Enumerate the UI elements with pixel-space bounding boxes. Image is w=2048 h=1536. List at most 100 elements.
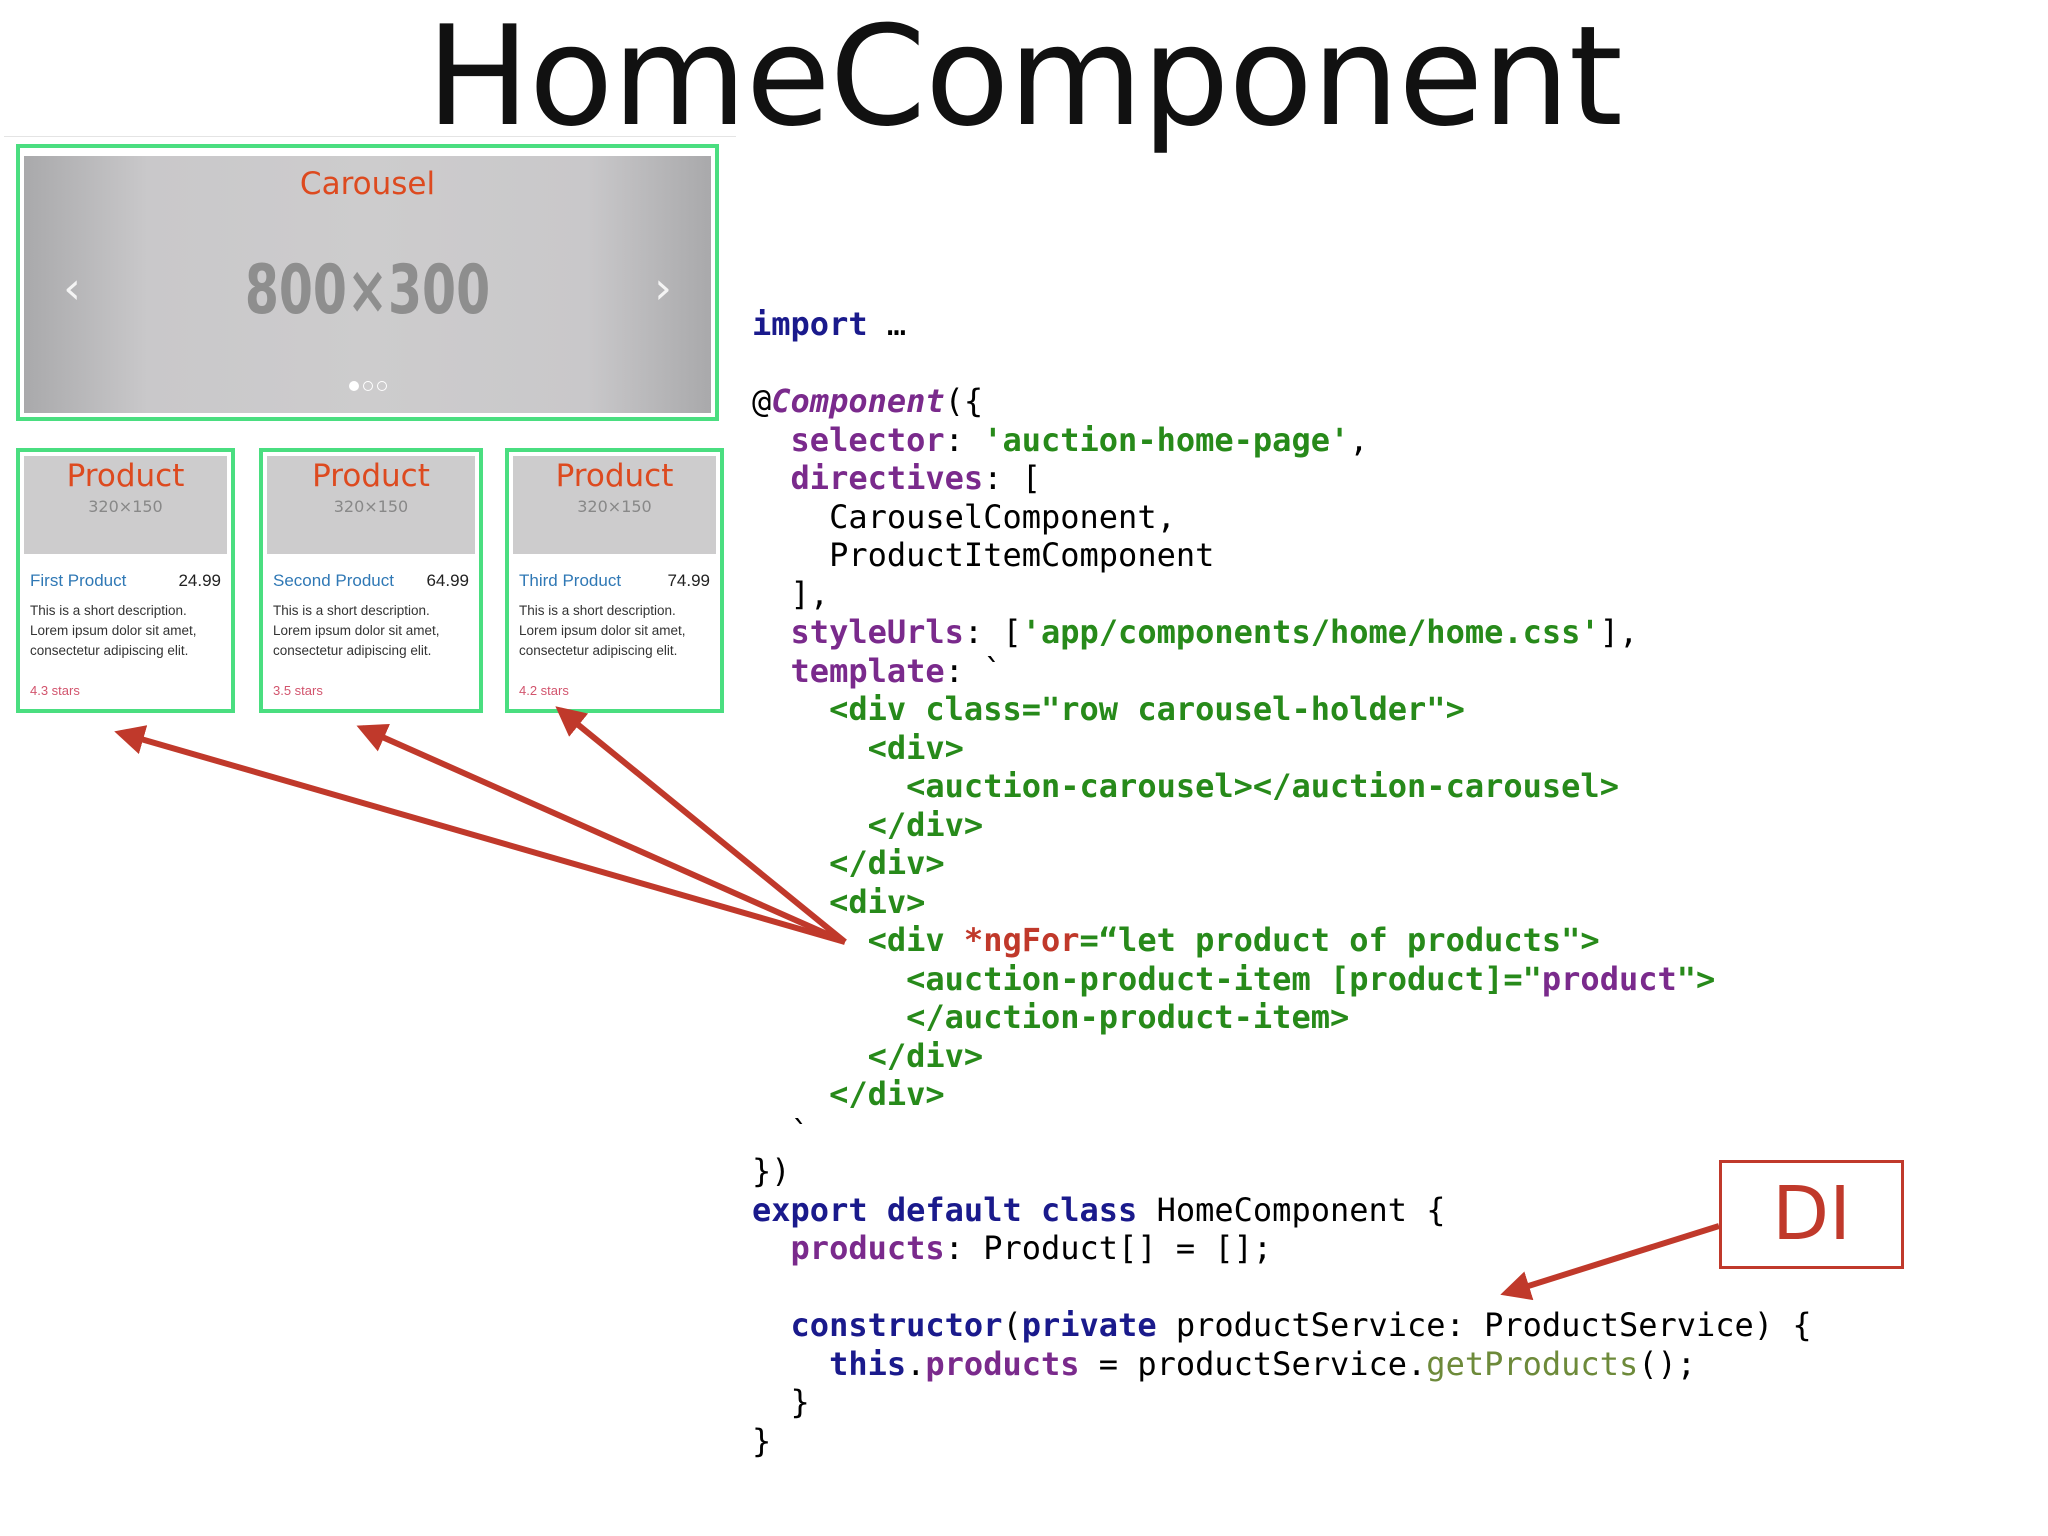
product-description: This is a short description. Lorem ipsum…	[30, 603, 197, 658]
code-token	[752, 998, 906, 1036]
code-token: getProducts	[1426, 1344, 1639, 1383]
code-line: export default class HomeComponent {	[752, 1191, 1812, 1230]
code-token: 'auction-home-page'	[983, 420, 1350, 459]
code-token: : Product[] = [];	[944, 1229, 1273, 1267]
code-token: product	[1541, 959, 1677, 998]
code-line: <div class="row carousel-holder">	[752, 690, 1812, 729]
product-thumbnail-dimensions: 320×150	[88, 497, 163, 516]
code-token: selector	[790, 420, 945, 459]
product-price: 64.99	[426, 571, 469, 590]
code-line: }	[752, 1383, 1812, 1422]
code-line: ],	[752, 575, 1812, 614]
product-description: This is a short description. Lorem ipsum…	[519, 603, 686, 658]
product-name-link[interactable]: Third Product	[519, 571, 622, 590]
carousel-image-placeholder: Carousel 800×300 ‹ ›	[24, 156, 711, 413]
code-line: products: Product[] = [];	[752, 1229, 1812, 1268]
code-line: </auction-product-item>	[752, 998, 1812, 1037]
code-token	[752, 883, 829, 921]
code-token: HomeComponent {	[1137, 1190, 1446, 1229]
code-line: directives: [	[752, 459, 1812, 498]
code-token: ],	[1599, 613, 1639, 651]
code-token	[752, 844, 829, 882]
code-token: CarouselComponent,	[752, 497, 1176, 536]
code-token: <div class="row carousel-holder">	[829, 690, 1465, 728]
code-token: ],	[752, 574, 830, 613]
carousel-label: Carousel	[299, 166, 436, 202]
di-callout: DI	[1719, 1160, 1904, 1269]
carousel-indicator-dot[interactable]	[362, 381, 373, 391]
product-card: Product 320×150 Third Product 74.99 This…	[505, 448, 724, 713]
code-token: template	[790, 651, 945, 690]
code-token: constructor	[790, 1306, 1003, 1344]
code-line: <div *ngFor=“let product of products">	[752, 921, 1812, 960]
code-token: products	[790, 1229, 945, 1267]
code-line: </div>	[752, 844, 1812, 883]
product-thumbnail-dimensions: 320×150	[577, 497, 652, 516]
code-token: <auction-carousel></auction-carousel>	[906, 767, 1619, 805]
product-rating: 4.3 stars	[30, 683, 80, 698]
code-token	[752, 652, 791, 690]
product-name-link[interactable]: First Product	[30, 571, 127, 590]
code-line: ProductItemComponent	[752, 536, 1812, 575]
code-token: = productService.	[1079, 1344, 1427, 1383]
code-line: </div>	[752, 1075, 1812, 1114]
code-token	[752, 690, 829, 728]
chevron-right-icon[interactable]: ›	[654, 263, 672, 314]
code-listing: import … @Component({ selector: 'auction…	[752, 305, 1812, 1460]
code-token: </auction-product-item>	[906, 998, 1350, 1036]
code-token: })	[752, 1152, 791, 1190]
code-line: CarouselComponent,	[752, 498, 1812, 537]
product-card: Product 320×150 First Product 24.99 This…	[16, 448, 235, 713]
code-token	[752, 1037, 868, 1075]
code-line: template: `	[752, 652, 1812, 691]
code-token: styleUrls	[790, 613, 964, 651]
code-token: 'app/components/home/home.css'	[1021, 613, 1600, 651]
code-token: </div>	[867, 805, 984, 844]
code-token: : [	[963, 613, 1022, 651]
code-token: </div>	[829, 844, 945, 882]
code-line: <div>	[752, 729, 1812, 768]
code-token: :	[944, 420, 984, 459]
code-line: styleUrls: ['app/components/home/home.cs…	[752, 613, 1812, 652]
code-token	[752, 1075, 829, 1113]
divider	[4, 136, 736, 137]
code-token: Component	[771, 382, 945, 420]
product-name-link[interactable]: Second Product	[273, 571, 394, 590]
code-line: <div>	[752, 883, 1812, 922]
carousel-dimensions: 800×300	[244, 251, 491, 330]
code-token: .	[906, 1344, 926, 1383]
code-token	[752, 1345, 829, 1383]
code-token	[752, 1229, 791, 1267]
code-line: import …	[752, 305, 1812, 344]
product-description: This is a short description. Lorem ipsum…	[273, 603, 440, 658]
code-line: </div>	[752, 806, 1812, 845]
code-token	[752, 806, 868, 844]
code-token: ProductItemComponent	[752, 536, 1215, 574]
product-thumbnail: Product 320×150	[24, 456, 227, 554]
product-thumbnail-label: Product	[312, 458, 430, 494]
code-token	[752, 613, 791, 651]
product-card: Product 320×150 Second Product 64.99 Thi…	[259, 448, 483, 713]
code-line: constructor(private productService: Prod…	[752, 1306, 1812, 1345]
product-rating: 4.2 stars	[519, 683, 569, 698]
product-thumbnail-dimensions: 320×150	[333, 497, 409, 516]
product-price: 24.99	[178, 571, 221, 590]
code-token: products	[925, 1344, 1080, 1383]
carousel-indicator-dot[interactable]	[348, 381, 359, 391]
code-token: …	[867, 305, 907, 343]
code-token: <div	[867, 921, 964, 959]
code-token: <div>	[829, 882, 926, 921]
code-token: *ngFor	[963, 921, 1080, 959]
code-line: </div>	[752, 1037, 1812, 1076]
carousel-indicator-dot[interactable]	[376, 381, 387, 391]
code-line: selector: 'auction-home-page',	[752, 421, 1812, 460]
code-token: </div>	[829, 1075, 945, 1113]
code-token	[752, 767, 906, 805]
product-thumbnail-label: Product	[555, 458, 674, 494]
chevron-left-icon[interactable]: ‹	[63, 263, 81, 314]
code-token: directives	[790, 459, 984, 497]
code-token: : [	[983, 459, 1041, 497]
code-token: =“let product of products">	[1079, 921, 1600, 959]
product-rating: 3.5 stars	[273, 683, 323, 698]
code-line: <auction-carousel></auction-carousel>	[752, 767, 1812, 806]
